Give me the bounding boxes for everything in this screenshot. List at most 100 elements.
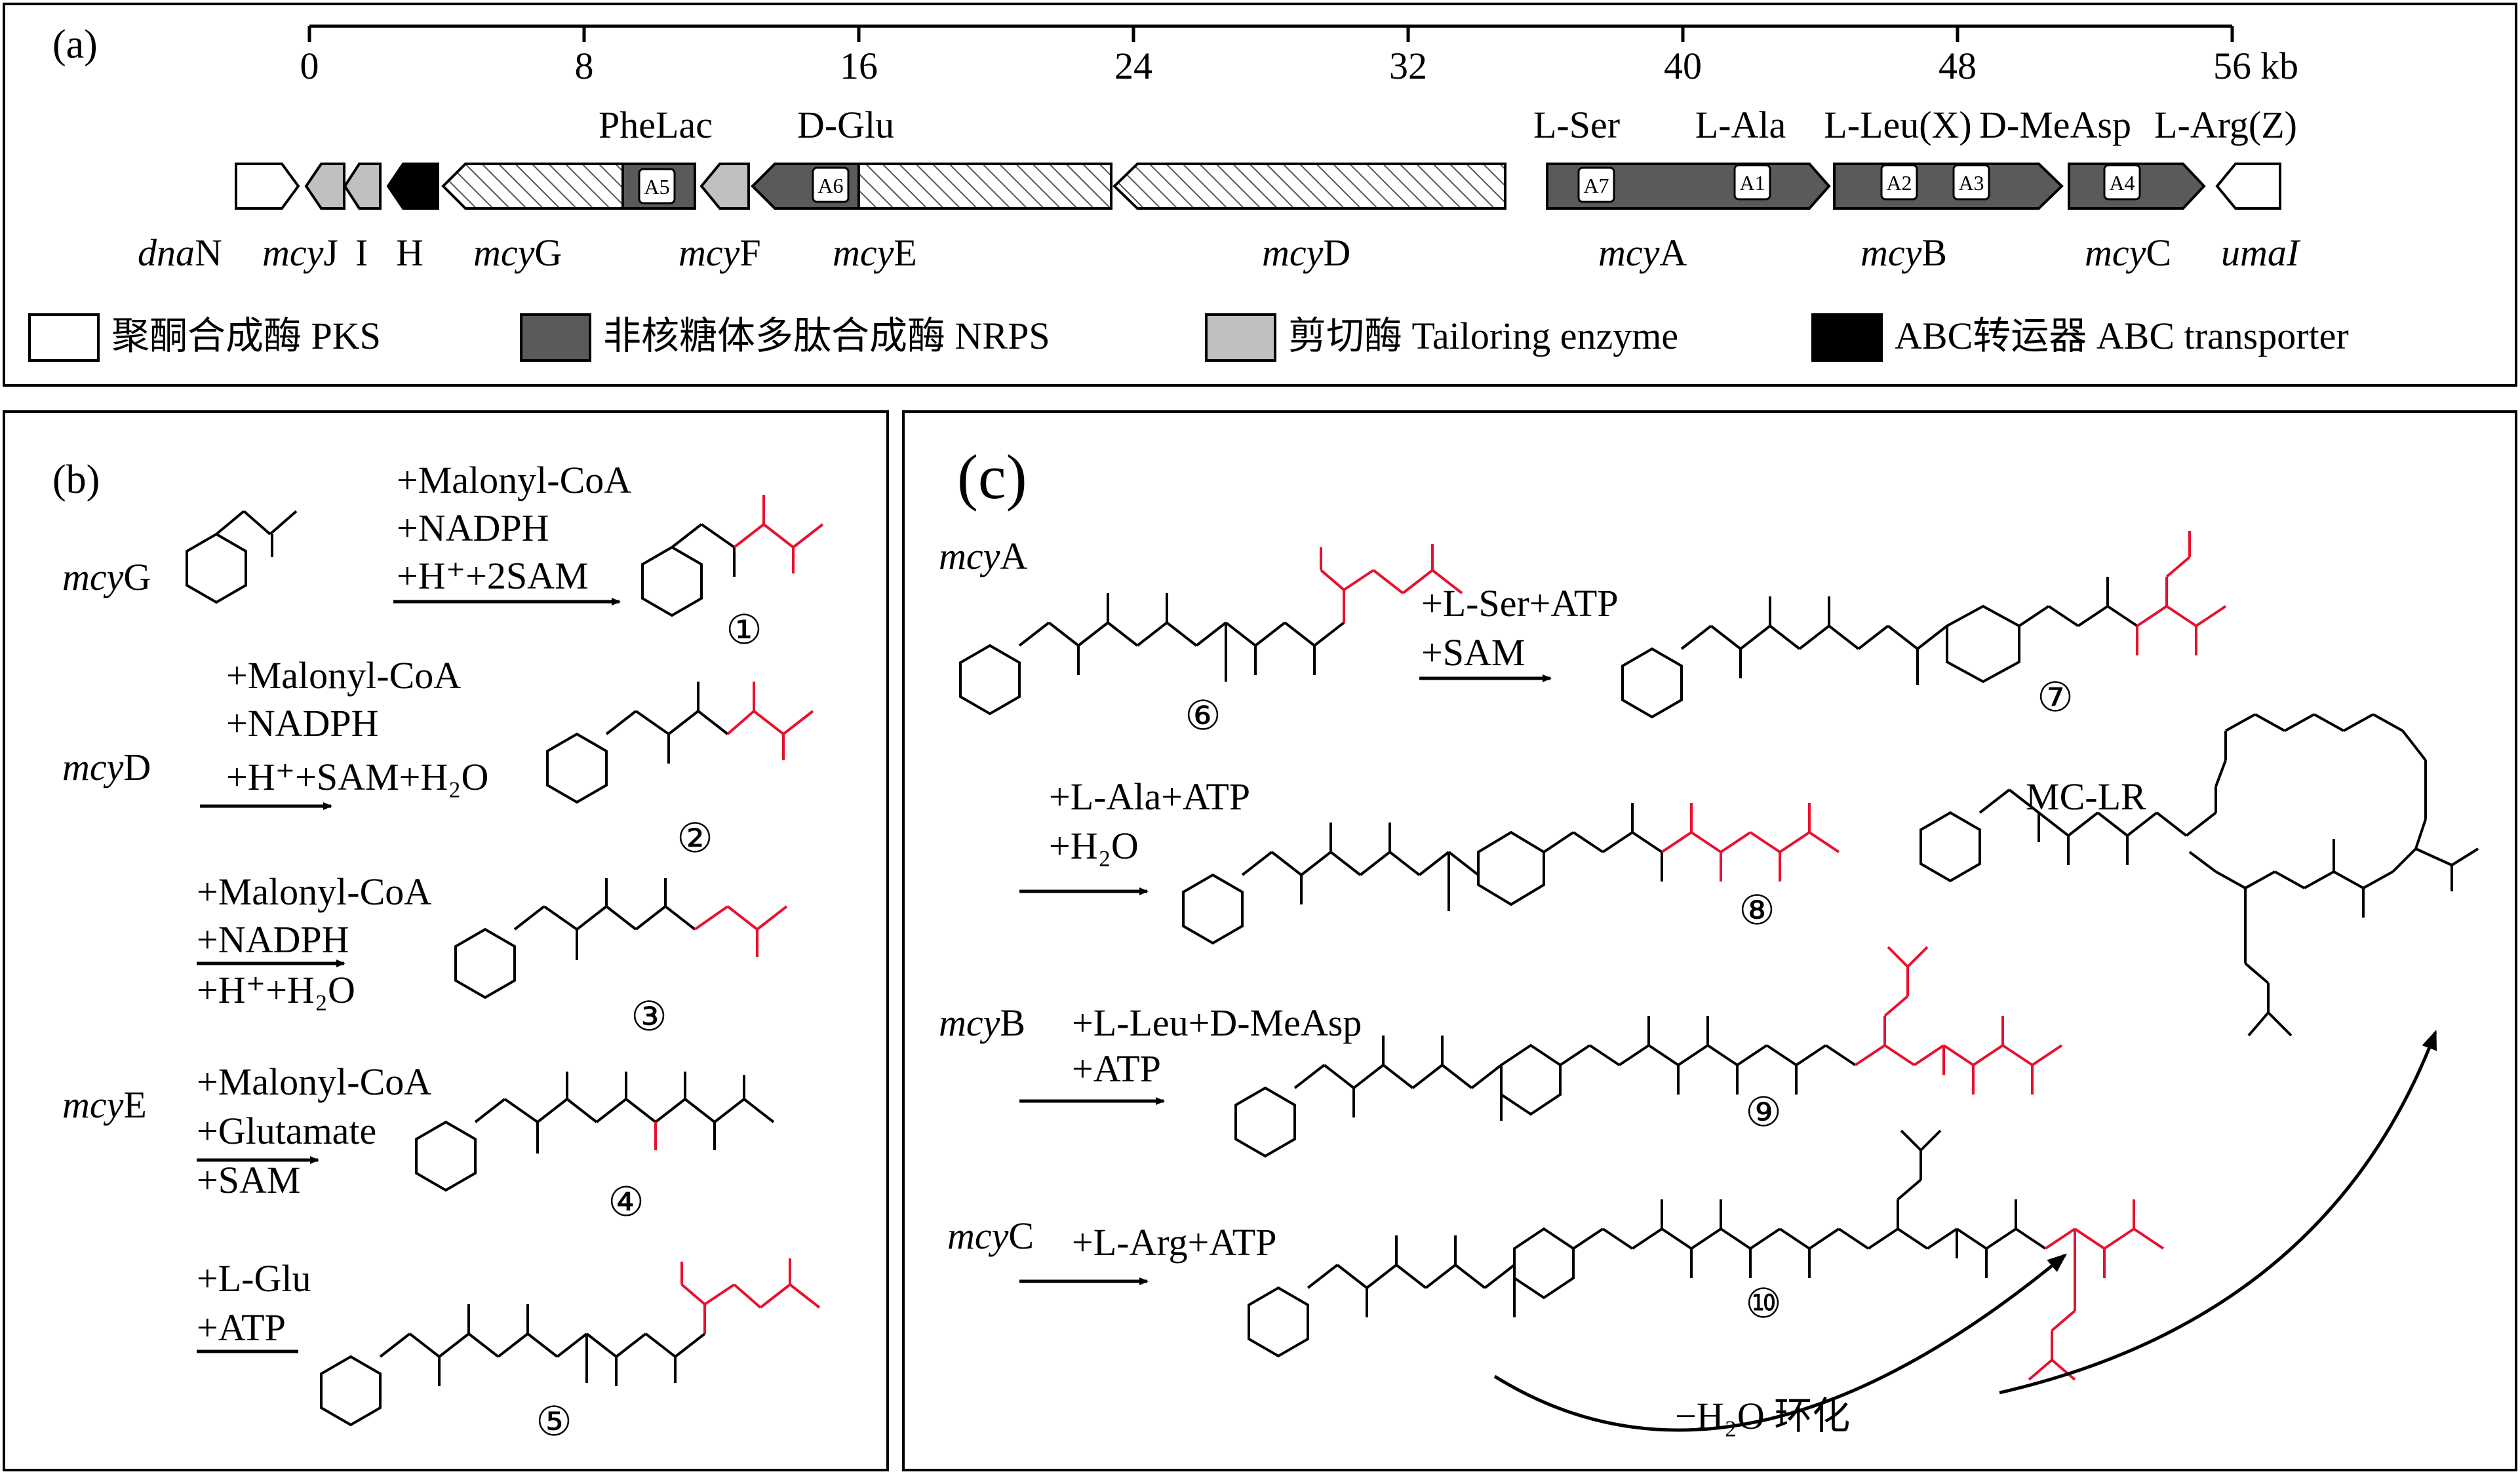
panel-c-gene-mcyB: mcyB xyxy=(939,1001,1025,1044)
svg-text:A6: A6 xyxy=(817,174,843,197)
reagent: +H₂O xyxy=(1049,824,1139,867)
reagent: +L-Ala+ATP xyxy=(1049,775,1250,818)
reagent: +H⁺+2SAM xyxy=(397,554,589,597)
panel-c-gene-mcyC: mcyC xyxy=(947,1214,1034,1257)
legend: 聚酮合成酶 PKS 非核糖体多肽合成酶 NRPS 剪切酶 Tailoring e… xyxy=(28,313,2349,362)
domain-A3: A3 xyxy=(1952,164,1990,201)
molecule-3 xyxy=(454,878,788,999)
gene-label-mcyG: mcyG xyxy=(473,231,562,274)
product-number: ⑤ xyxy=(536,1400,572,1445)
panel-b: (b) mcyG +Malonyl-CoA +NADPH +H⁺+2SAM ① … xyxy=(3,410,889,1471)
reagent: +L-Arg+ATP xyxy=(1072,1221,1276,1264)
reagent: +ATP xyxy=(197,1306,286,1349)
panel-b-gene-mcyE: mcyE xyxy=(62,1083,147,1126)
reagent: +Malonyl-CoA xyxy=(197,1060,431,1103)
reagent: +L-Glu xyxy=(197,1257,311,1300)
product-number: ⑨ xyxy=(1745,1091,1782,1135)
svg-text:A2: A2 xyxy=(1886,171,1912,195)
module-label-dmeasp: D-MeAsp xyxy=(1979,104,2131,146)
gene-label-umaI: umaI xyxy=(2221,231,2301,274)
scale-tick-label: 40 xyxy=(1664,45,1702,87)
molecule-2 xyxy=(546,682,814,804)
gene-arrow-dnaN xyxy=(235,163,300,210)
molecule-7 xyxy=(1621,531,2227,719)
legend-swatch-pks xyxy=(28,313,100,362)
scale-tick-label: 56 xyxy=(2213,45,2251,87)
cyclization-label: −H₂O 环化 xyxy=(1675,1395,1850,1437)
gene-label-mcyE: mcyE xyxy=(833,231,917,274)
module-label-phelac: PheLac xyxy=(599,104,713,146)
reagent: +NADPH xyxy=(226,702,379,745)
svg-text:A4: A4 xyxy=(2109,171,2135,195)
panel-b-frame xyxy=(3,410,889,1471)
domain-A1: A1 xyxy=(1733,164,1771,201)
domain-A7: A7 xyxy=(1577,166,1615,203)
gene-label-mcyB: mcyB xyxy=(1860,231,1947,274)
product-number: ⑩ xyxy=(1745,1282,1782,1327)
scale-tick-label: 16 xyxy=(840,45,878,87)
reagent: +Malonyl-CoA xyxy=(197,870,431,913)
final-product-label: MC-LR xyxy=(2026,775,2146,818)
product-number: ⑥ xyxy=(1185,694,1221,739)
molecule-8 xyxy=(1182,803,1840,945)
panel-b-gene-mcyG: mcyG xyxy=(62,556,151,598)
panel-a-frame xyxy=(3,3,2517,387)
gene-arrow-mcyB xyxy=(1833,163,2064,210)
gene-arrow-mcyI xyxy=(343,163,382,210)
module-label-larg: L-Arg(Z) xyxy=(2154,104,2297,146)
module-label-lala: L-Ala xyxy=(1695,104,1786,146)
gene-label-mcyC: mcyC xyxy=(2085,231,2171,274)
reagent: +Malonyl-CoA xyxy=(397,459,631,501)
legend-swatch-abc xyxy=(1811,313,1883,362)
module-label-dglu: D-Glu xyxy=(797,104,894,146)
product-number: ④ xyxy=(608,1180,644,1225)
gene-arrow-mcyJ xyxy=(304,163,345,210)
reagent: +Malonyl-CoA xyxy=(226,654,461,697)
cyclization-arrow-outer xyxy=(1999,1030,2437,1395)
molecule-mc-lr xyxy=(1920,713,2479,1037)
cyclization-arrow-inner xyxy=(1493,1253,2068,1432)
legend-swatch-tailoring xyxy=(1205,313,1276,362)
product-number: ① xyxy=(726,608,762,653)
panel-c-label: (c) xyxy=(957,442,1027,512)
reagent: +L-Ser+ATP xyxy=(1421,582,1619,625)
legend-label-pks: 聚酮合成酶 PKS xyxy=(111,315,381,357)
reagent: +SAM xyxy=(197,1159,300,1201)
molecule-1 xyxy=(641,495,824,617)
panel-c-gene-mcyA: mcyA xyxy=(939,535,1027,577)
molecule-5 xyxy=(320,1258,821,1427)
reagent: +L-Leu+D-MeAsp xyxy=(1072,1001,1362,1044)
domain-A6: A6 xyxy=(812,166,850,203)
scale-tick-label: 0 xyxy=(300,45,319,87)
gene-label-mcyA: mcyA xyxy=(1598,231,1687,274)
reagent: +Glutamate xyxy=(197,1110,376,1152)
gene-arrow-umaI xyxy=(2215,163,2281,210)
product-number: ⑦ xyxy=(2037,676,2074,720)
panel-c-frame xyxy=(902,410,2517,1471)
molecule-10 xyxy=(1248,1129,2165,1381)
gene-arrow-mcyH xyxy=(386,163,439,210)
svg-text:A1: A1 xyxy=(1739,171,1765,195)
gene-arrow-mcyF xyxy=(699,163,750,210)
reagent: +ATP xyxy=(1072,1047,1161,1090)
module-label-lleu: L-Leu(X) xyxy=(1824,104,1971,146)
module-label-lser: L-Ser xyxy=(1533,104,1620,146)
gene-label-dnaN: dnaN xyxy=(138,231,222,274)
domain-A4: A4 xyxy=(2103,164,2141,201)
reagent: +NADPH xyxy=(197,918,349,961)
svg-text:A3: A3 xyxy=(1958,171,1984,195)
domain-A2: A2 xyxy=(1880,164,1918,201)
legend-label-abc: ABC转运器 ABC transporter xyxy=(1895,315,2349,357)
svg-text:A7: A7 xyxy=(1583,174,1609,197)
gene-label-mcyD: mcyD xyxy=(1262,231,1350,274)
gene-arrow-mcyD xyxy=(1112,163,1506,210)
scale-unit: kb xyxy=(2260,45,2298,87)
scale-tick-label: 48 xyxy=(1939,45,1977,87)
molecule-9 xyxy=(1234,946,2063,1158)
reagent: +H⁺+H₂O xyxy=(197,969,355,1011)
reagent: +SAM xyxy=(1421,631,1525,674)
domain-A5: A5 xyxy=(638,168,676,204)
